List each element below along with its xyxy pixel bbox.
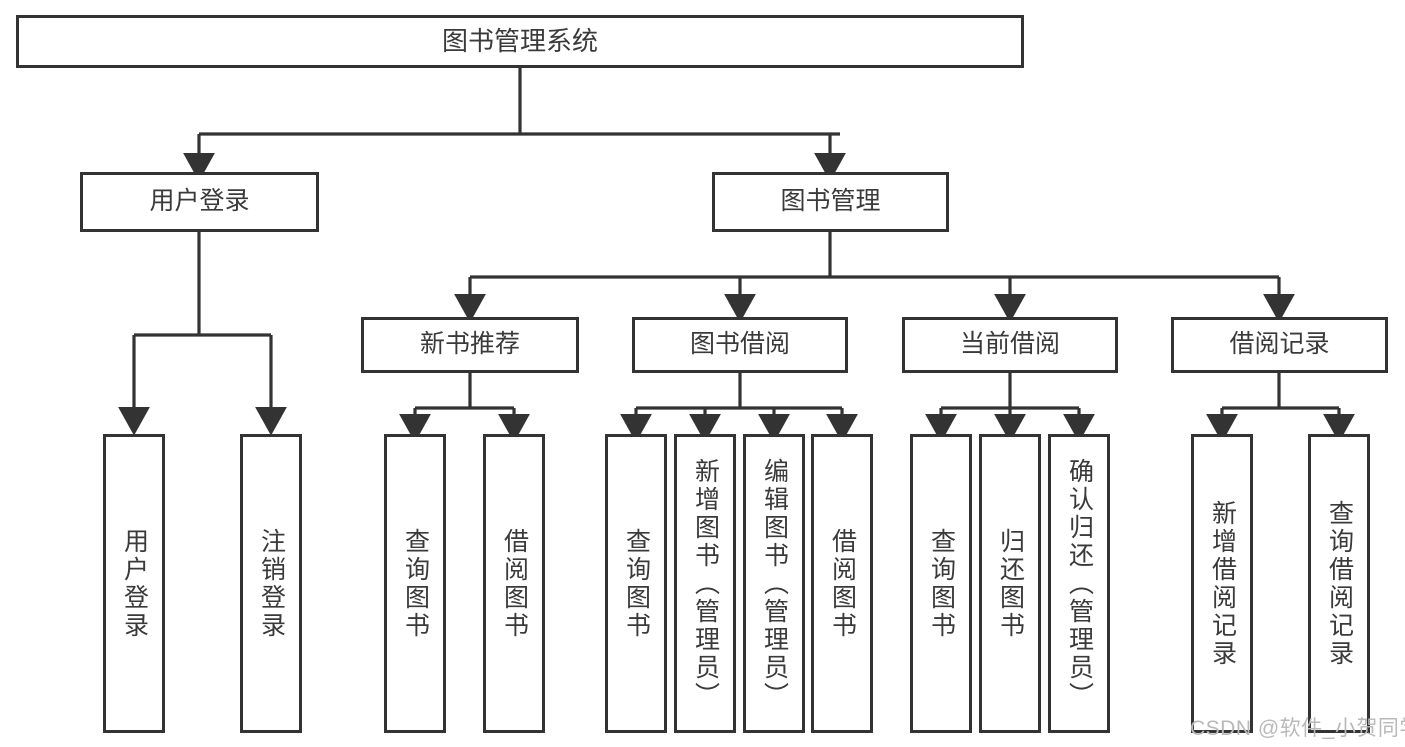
node-label: 用户登录 (149, 187, 250, 216)
node-label: 查询图书 (622, 527, 651, 640)
node-label: 借阅图书 (500, 527, 529, 640)
node-root-book-management-system[interactable]: 图书管理系统 (16, 15, 1024, 68)
node-borrow-record[interactable]: 借阅记录 (1171, 317, 1388, 373)
node-label: 归还图书 (996, 527, 1025, 640)
node-label: 新书推荐 (419, 330, 520, 359)
node-current-borrow[interactable]: 当前借阅 (902, 317, 1118, 373)
node-label: 图书借阅 (689, 330, 790, 359)
leaf-logout[interactable]: 注销登录 (240, 434, 302, 733)
leaf-confirm-return-admin[interactable]: 确认归还（管理员） (1048, 434, 1110, 733)
leaf-query-book-recommend[interactable]: 查询图书 (384, 434, 446, 733)
leaf-query-book-borrow[interactable]: 查询图书 (605, 434, 667, 733)
leaf-query-borrow-record[interactable]: 查询借阅记录 (1308, 434, 1370, 733)
node-book-management[interactable]: 图书管理 (712, 172, 949, 232)
node-label: 借阅记录 (1229, 330, 1330, 359)
csdn-watermark: CSDN @软件_小贺同学 (1190, 717, 1405, 740)
node-book-borrow[interactable]: 图书借阅 (632, 317, 848, 373)
node-label: 当前借阅 (959, 330, 1060, 359)
node-label: 图书管理系统 (441, 26, 598, 57)
node-label: 新增图书（管理员） (691, 457, 720, 710)
leaf-borrow-book-recommend[interactable]: 借阅图书 (483, 434, 545, 733)
node-label: 借阅图书 (828, 527, 857, 640)
leaf-return-book[interactable]: 归还图书 (979, 434, 1041, 733)
leaf-borrow-book[interactable]: 借阅图书 (811, 434, 873, 733)
leaf-user-login[interactable]: 用户登录 (103, 434, 165, 733)
node-label: 用户登录 (120, 527, 149, 640)
node-label: 图书管理 (780, 187, 881, 216)
node-label: 确认归还（管理员） (1065, 457, 1094, 710)
node-label: 注销登录 (257, 527, 286, 640)
leaf-add-borrow-record[interactable]: 新增借阅记录 (1191, 434, 1253, 733)
node-label: 查询借阅记录 (1325, 499, 1354, 668)
leaf-edit-book-admin[interactable]: 编辑图书（管理员） (743, 434, 805, 733)
node-user-login[interactable]: 用户登录 (80, 172, 319, 232)
leaf-query-book-current[interactable]: 查询图书 (910, 434, 972, 733)
node-label: 查询图书 (927, 527, 956, 640)
leaf-add-book-admin[interactable]: 新增图书（管理员） (674, 434, 736, 733)
node-new-book-recommend[interactable]: 新书推荐 (361, 317, 579, 373)
node-label: 查询图书 (401, 527, 430, 640)
node-label: 编辑图书（管理员） (760, 457, 789, 710)
node-label: 新增借阅记录 (1208, 499, 1237, 668)
